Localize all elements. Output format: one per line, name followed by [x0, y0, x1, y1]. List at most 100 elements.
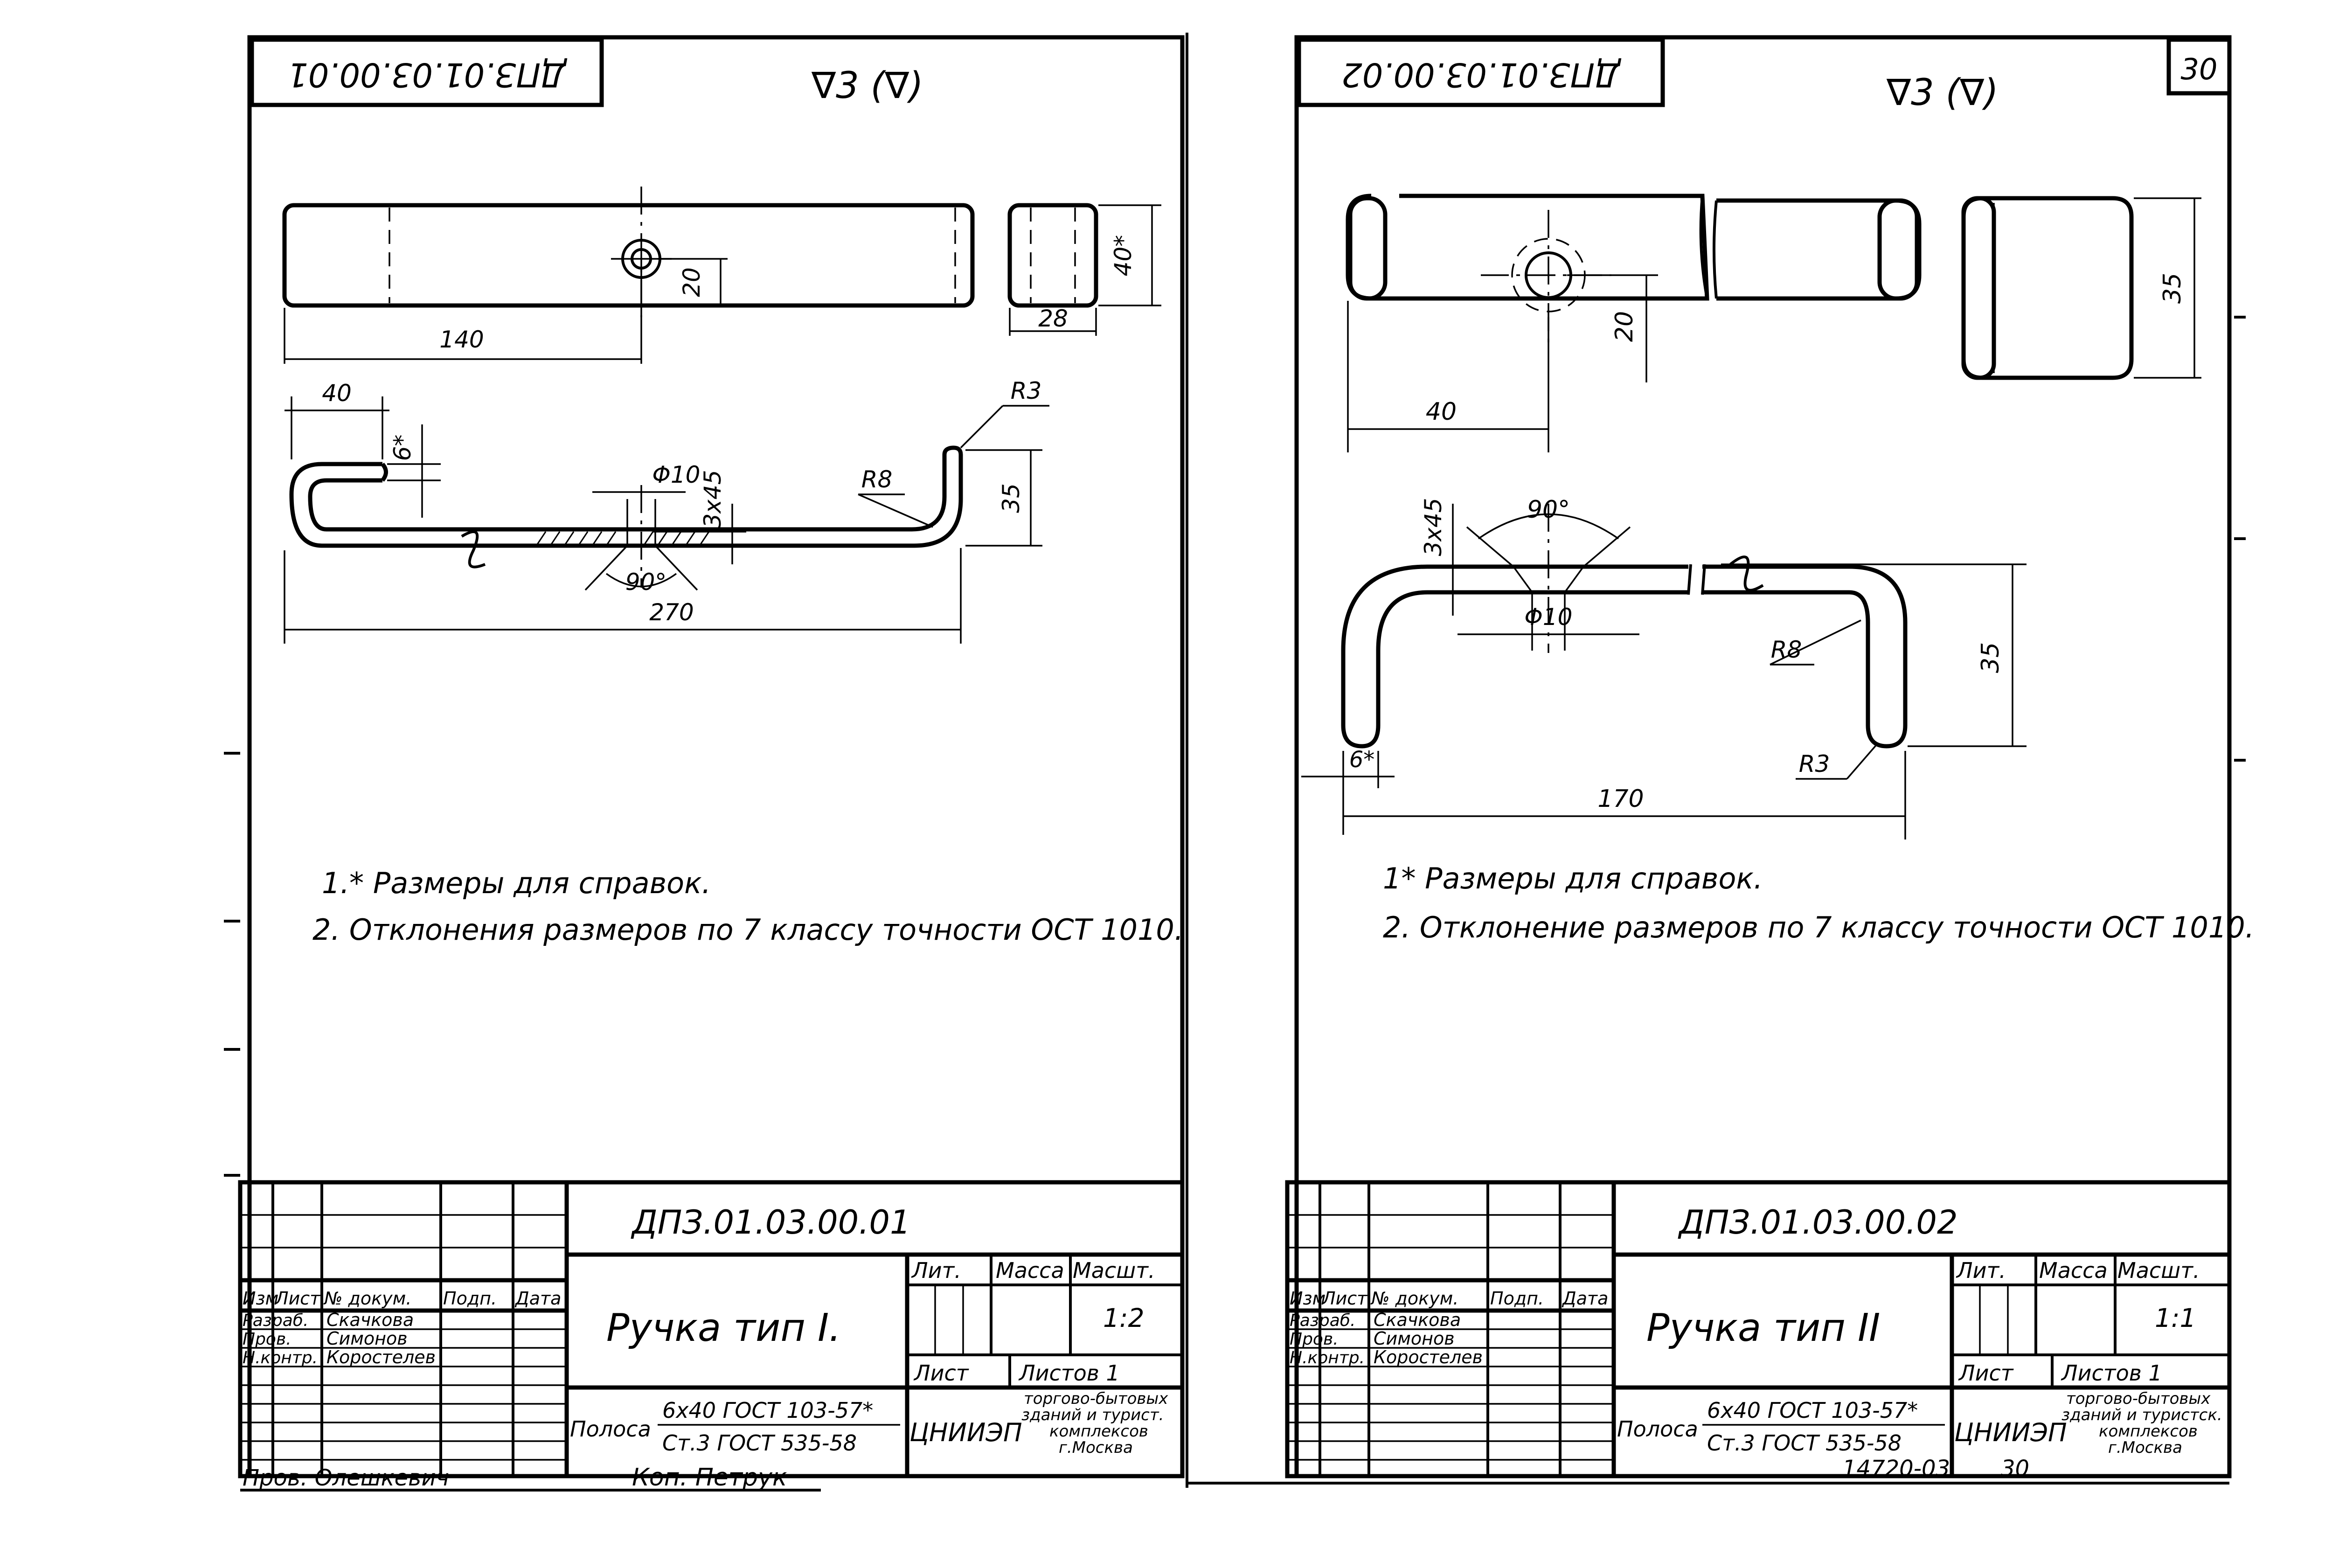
- note-2-right: 2. Отклонение размеров по 7 классу точно…: [1383, 910, 2254, 944]
- svg-text:Скачкова: Скачкова: [326, 1310, 414, 1330]
- dim-140: 140: [284, 261, 642, 364]
- svg-text:35: 35: [2158, 273, 2186, 304]
- svg-text:40: 40: [1426, 398, 1457, 426]
- svg-text:270: 270: [649, 599, 694, 626]
- svg-text:Скачкова: Скачкова: [1374, 1310, 1461, 1330]
- tb-name: Ручка тип I.: [606, 1306, 841, 1350]
- svg-text:№ докум.: № докум.: [1370, 1288, 1458, 1309]
- svg-text:35: 35: [998, 483, 1025, 513]
- svg-text:Ст.3 ГОСТ 535-58: Ст.3 ГОСТ 535-58: [1707, 1430, 1902, 1456]
- tb-name-right: Ручка тип II: [1646, 1306, 1880, 1350]
- note-1: 1.* Размеры для справок.: [322, 866, 711, 900]
- svg-text:Масшт.: Масшт.: [1073, 1258, 1155, 1283]
- svg-text:Дата: Дата: [514, 1288, 561, 1309]
- dim-40-hook: 40: [285, 380, 389, 459]
- svg-text:ЦНИИЭП: ЦНИИЭП: [1954, 1418, 2067, 1447]
- dim-r3-right: R3: [1796, 743, 1878, 780]
- title-block-left: ДПЗ.01.03.00.01 Ручка тип I. Изм Лист № …: [238, 1180, 1185, 1478]
- handle-end-view-right: 35: [1961, 196, 2201, 380]
- sheet-left: ДПЗ.01.03.00.01 ∇3 (∇) 140 20: [224, 35, 1185, 1492]
- svg-text:170: 170: [1597, 785, 1644, 813]
- svg-text:Подп.: Подп.: [1490, 1288, 1544, 1309]
- dim-170: 170: [1343, 751, 1906, 840]
- sheet-right: ДПЗ.01.03.00.02 30 ∇3 (∇) 35: [1187, 35, 2254, 1485]
- stamp-box-left: [250, 37, 604, 107]
- svg-text:6x40 ГОСТ 103-57*: 6x40 ГОСТ 103-57*: [662, 1398, 873, 1423]
- dim-35-right: 35: [1721, 563, 2027, 747]
- dim-20-right: 20: [1567, 274, 1658, 382]
- svg-text:6*: 6*: [1349, 747, 1375, 773]
- dim-r8: R8: [858, 466, 933, 528]
- handle-top-view: [282, 187, 975, 317]
- dim-phi10-right: Φ10: [1458, 604, 1639, 635]
- handle-end-view: 40* 28: [1007, 203, 1161, 336]
- svg-text:Н.контр.: Н.контр.: [243, 1348, 318, 1367]
- svg-text:Коростелев: Коростелев: [1374, 1347, 1483, 1367]
- tb-code: ДПЗ.01.03.00.01: [631, 1203, 911, 1242]
- margin-ticks-right: [2234, 316, 2246, 762]
- svg-text:3x45: 3x45: [699, 470, 726, 528]
- svg-text:Подп.: Подп.: [443, 1288, 497, 1309]
- svg-text:R3: R3: [1011, 377, 1042, 404]
- svg-text:35: 35: [1977, 642, 2005, 673]
- svg-text:Разраб.: Разраб.: [1290, 1311, 1355, 1330]
- svg-text:Лит.: Лит.: [911, 1258, 961, 1283]
- svg-text:Дата: Дата: [1562, 1288, 1608, 1309]
- dim-3x45-right: 3x45: [1420, 498, 1532, 616]
- svg-text:комплексов: комплексов: [1049, 1422, 1148, 1441]
- svg-text:R8: R8: [861, 466, 893, 493]
- svg-text:28: 28: [1038, 305, 1068, 332]
- stamp-box-right: [1297, 37, 1665, 107]
- svg-text:торгово-бытовых: торгово-бытовых: [1024, 1389, 1168, 1408]
- svg-text:Коростелев: Коростелев: [326, 1347, 436, 1367]
- dim-angle-90: 90°: [625, 569, 667, 596]
- svg-text:Масса: Масса: [2039, 1258, 2108, 1283]
- dim-angle-right: 90°: [1466, 496, 1631, 568]
- svg-text:Симонов: Симонов: [1374, 1328, 1455, 1349]
- svg-text:6x40 ГОСТ 103-57*: 6x40 ГОСТ 103-57*: [1707, 1398, 1918, 1423]
- svg-text:R3: R3: [1799, 750, 1830, 777]
- dim-40-right: 40: [1347, 301, 1549, 452]
- svg-text:Пров.: Пров.: [1290, 1330, 1339, 1349]
- below-right-number: 14720-03: [1842, 1456, 1950, 1482]
- tb-code-right: ДПЗ.01.03.00.02: [1678, 1203, 1958, 1242]
- svg-text:90°: 90°: [1527, 496, 1570, 524]
- svg-text:Φ10: Φ10: [1525, 604, 1573, 631]
- svg-text:Изм: Изм: [243, 1288, 278, 1309]
- svg-text:Полоса: Полоса: [1617, 1416, 1698, 1442]
- svg-text:Листов 1: Листов 1: [1018, 1360, 1120, 1386]
- svg-text:R8: R8: [1771, 636, 1802, 663]
- dim-270: 270: [284, 548, 962, 644]
- svg-text:Полоса: Полоса: [570, 1416, 651, 1442]
- svg-text:ЦНИИЭП: ЦНИИЭП: [909, 1418, 1022, 1447]
- svg-text:№ докум.: № докум.: [323, 1288, 411, 1309]
- svg-text:Н.контр.: Н.контр.: [1290, 1348, 1365, 1367]
- svg-text:Пров.: Пров.: [243, 1330, 292, 1349]
- dim-6star-right: 6*: [1301, 747, 1395, 835]
- svg-text:6*: 6*: [389, 435, 416, 461]
- svg-text:Лист: Лист: [1321, 1288, 1368, 1309]
- roughness-mark: ∇3 (∇): [811, 65, 923, 107]
- note-1-right: 1* Размеры для справок.: [1383, 861, 1763, 895]
- svg-text:Масшт.: Масшт.: [2117, 1258, 2200, 1283]
- svg-text:20: 20: [678, 267, 705, 297]
- stamp-code-rotated: ДПЗ.01.03.00.01: [287, 56, 568, 94]
- dim-r3: R3: [960, 377, 1049, 449]
- svg-text:г.Москва: г.Москва: [2108, 1438, 2182, 1457]
- svg-text:1:1: 1:1: [2155, 1303, 2196, 1333]
- dim-3x45: 3x45: [653, 470, 746, 564]
- dim-6star: 6*: [387, 424, 441, 518]
- svg-text:зданий и туристск.: зданий и туристск.: [2061, 1406, 2222, 1424]
- dim-35: 35: [965, 449, 1042, 547]
- svg-text:Лист: Лист: [1958, 1360, 2014, 1386]
- svg-text:40: 40: [322, 380, 352, 407]
- svg-text:торгово-бытовых: торгово-бытовых: [2066, 1389, 2211, 1408]
- svg-text:Листов 1: Листов 1: [2061, 1360, 2162, 1386]
- svg-text:40*: 40*: [1110, 235, 1137, 277]
- svg-text:Лист: Лист: [913, 1360, 969, 1386]
- margin-ticks-left: [224, 752, 240, 1177]
- svg-text:Симонов: Симонов: [326, 1328, 408, 1349]
- svg-text:Масса: Масса: [996, 1258, 1064, 1283]
- svg-text:зданий и турист.: зданий и турист.: [1021, 1406, 1164, 1424]
- below-left-copy: Коп. Петрук: [632, 1464, 787, 1492]
